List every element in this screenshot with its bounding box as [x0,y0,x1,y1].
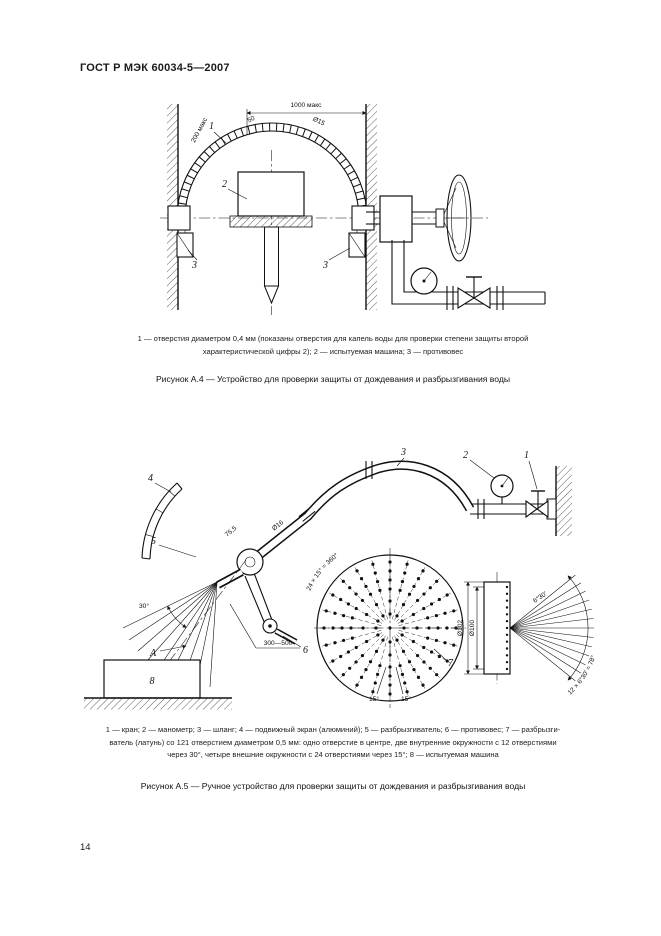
dim-dia-holes-label: Ø100 [469,620,476,636]
machine-support [229,215,313,305]
figure-a4-legend-line2: характеристической цифры 2); 2 — испытуе… [202,346,464,356]
svg-text:1: 1 [209,121,214,132]
svg-text:1: 1 [524,450,529,461]
dim-hole-spacing-label: 50 [246,115,256,125]
callout-3-left: 3 [187,249,198,271]
callout-4: 4 [148,473,172,493]
figure-a5-drawing: Ø16 75,5 [84,447,597,710]
axle-centerline [160,150,488,315]
distance-dim: 300—500 [229,603,300,649]
dim-distance-label: 300—500 [264,640,293,647]
figure-a4-drawing: 1000 макс 200 макс 50 Ø15 1 2 3 3 [160,102,546,315]
water-pipe [391,240,546,305]
pressure-gauge [490,474,514,504]
callout-2: 2 [463,450,495,479]
wall [546,466,572,536]
dim-arm-length-label: 75,5 [224,525,239,539]
svg-text:2: 2 [463,450,468,461]
dim-tube-dia-label: Ø15 [312,116,327,128]
document-header: ГОСТ Р МЭК 60034-5—2007 [80,62,230,74]
svg-text:6: 6 [303,645,308,656]
figure-a4-legend: 1 — отверстия диаметром 0,4 мм (показаны… [72,333,594,358]
svg-text:3: 3 [191,260,197,271]
sprinkler-side-view: Ø102 Ø100 12 × 6°30′ = 78° 6°30′ [457,572,597,696]
fan-step-label: 6°30′ [531,589,548,604]
spray-nozzle [216,568,244,589]
oscillating-tube [176,122,368,219]
callout-3-right: 3 [322,247,351,271]
trunnion-right [351,205,375,233]
handwheel [443,174,472,262]
supply-valve [457,276,491,309]
callout-8: 8 [150,676,155,687]
figure-a5-legend: 1 — кран; 2 — манометр; 3 — шланг; 4 — п… [72,724,594,762]
callout-5: 5 [151,536,197,558]
test-machine-box: 8 [103,659,201,699]
figure-a5-caption: Рисунок А.5 — Ручное устройство для пров… [140,781,526,791]
svg-text:3: 3 [400,447,406,458]
svg-text:7: 7 [448,658,454,669]
hose-and-handle [251,460,475,563]
pressure-gauge [410,267,438,295]
callout-1: 1 [524,450,538,490]
svg-text:3: 3 [322,260,328,271]
page-number: 14 [80,842,91,853]
figure-a5-legend-line1: 1 — кран; 2 — манометр; 3 — шланг; 4 — п… [105,725,561,734]
dimension-1000: 1000 макс [246,102,367,135]
dim-1000-label: 1000 макс [291,102,323,109]
view-a-label: А [149,648,157,659]
spray-angle-dim: 30° [139,602,187,628]
swivel-joint [236,548,264,576]
svg-text:5: 5 [151,536,156,547]
view-arrow: А [149,644,187,659]
trunnion-left [167,205,191,233]
dim-spray-angle-label: 30° [139,602,149,610]
dim-radius-label: 200 макс [190,116,209,144]
svg-text:4: 4 [148,473,153,484]
sprinkler-holes [320,558,460,698]
dim-dia-outer-label: Ø102 [457,620,464,636]
figure-a5-legend-line2: ватель (латунь) со 121 отверстием диамет… [109,737,557,747]
svg-text:2: 2 [222,179,227,190]
sprinkler-detail: 24 × 15° = 360° 15° 15° [305,548,466,708]
fan-total-angle-label: 12 × 6°30′ = 78° [567,654,598,696]
drive-shaft [366,195,445,243]
callout-2: 2 [222,179,248,200]
figure-a4-caption: Рисунок А.4 — Устройство для проверки за… [155,374,511,384]
callout-3: 3 [396,447,406,467]
counterweight-left [176,232,194,258]
figure-a4-legend-line1: 1 — отверстия диаметром 0,4 мм (показаны… [137,334,529,343]
counterweight [262,618,298,645]
stop-valve [525,490,549,519]
callout-6: 6 [282,635,308,656]
moving-shield [141,482,183,560]
spray-fan-lines [505,574,594,682]
counterweight-right [348,232,366,258]
ground [84,697,232,710]
callout-1: 1 [209,121,227,144]
callout-7: 7 [433,648,454,669]
test-machine [237,171,305,217]
pipe-flanges [446,286,504,310]
detail-angle-left-label: 15° [369,695,379,703]
bracket-arm [244,572,273,625]
figure-a5-legend-line3: через 30°, четыре внешние окружности с 2… [167,750,499,759]
supply-pipe [470,499,547,519]
detail-angle-right-label: 15° [401,695,411,703]
